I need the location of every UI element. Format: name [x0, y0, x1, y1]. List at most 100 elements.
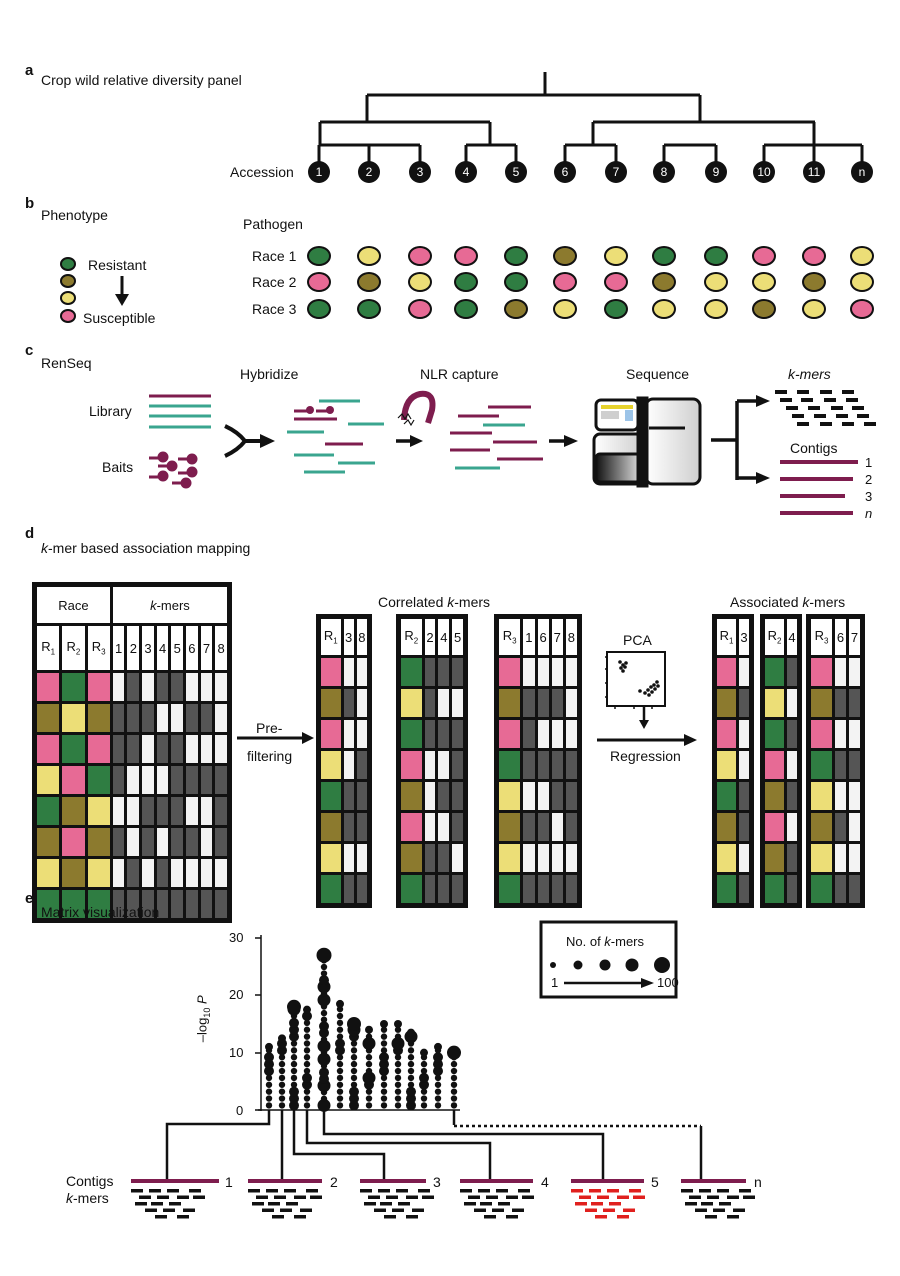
legend-max: 100 — [657, 975, 679, 990]
kmer-col-header: 3 — [343, 619, 354, 655]
kmer-cell — [200, 704, 213, 732]
kmer-cell — [849, 875, 860, 903]
race-cell — [62, 673, 85, 701]
matrix-row — [321, 658, 367, 686]
phenotype-circle — [454, 246, 478, 266]
race-cell — [765, 751, 785, 779]
race-cell — [321, 813, 341, 841]
kmer-cell — [112, 766, 125, 794]
phenotype-circle — [504, 246, 528, 266]
matrix-row — [499, 658, 577, 686]
kmer-cell — [849, 813, 860, 841]
prefilter-label-1: Pre- — [256, 720, 283, 736]
race-cell — [401, 689, 422, 717]
kmer-cell — [215, 704, 227, 732]
kmer-cell — [537, 782, 549, 810]
kmer-fragments — [775, 390, 876, 426]
kmer-col-header: 2 — [424, 619, 436, 655]
contig-connectors — [165, 1110, 703, 1180]
pca-label: PCA — [623, 632, 652, 648]
kmer-cell — [156, 797, 169, 825]
matrix-row — [717, 782, 749, 810]
kmer-cell — [142, 704, 154, 732]
accession-node: 5 — [505, 161, 527, 183]
race-cell — [87, 766, 110, 794]
legend-moderate-resistant-dot — [60, 274, 76, 288]
kmer-cell — [215, 766, 227, 794]
accession-node: 7 — [605, 161, 627, 183]
race-cell — [765, 720, 785, 748]
kmer-cell — [171, 828, 184, 856]
race-cell — [87, 859, 110, 887]
legend-susceptible-dot — [60, 309, 76, 323]
kmer-cell — [156, 828, 169, 856]
kmer-cell — [452, 720, 463, 748]
kmer-word: k — [41, 540, 48, 556]
kmer-cell — [551, 751, 563, 779]
race-cell — [499, 720, 521, 748]
kmer-cell — [787, 689, 797, 717]
hybridized-fragments — [287, 399, 384, 474]
kmer-cell — [565, 689, 577, 717]
phenotype-circle — [357, 246, 381, 266]
kmer-cell — [551, 844, 563, 872]
race-cell — [765, 658, 785, 686]
correlated-title: Correlated k-mers — [378, 594, 491, 610]
kmer-cell — [200, 890, 213, 918]
race-cell — [499, 875, 521, 903]
matrix-row — [811, 875, 860, 903]
kmer-cell — [787, 751, 797, 779]
phenotype-circle — [307, 299, 331, 319]
race-cell — [499, 782, 521, 810]
kmer-cell — [537, 689, 549, 717]
matrix-row — [811, 813, 860, 841]
race-cell — [717, 875, 737, 903]
matrix-row — [765, 751, 797, 779]
matrix-row — [37, 828, 227, 856]
matrix-row — [401, 720, 463, 748]
accession-label: Accession — [230, 164, 294, 180]
race-col-header: R2 — [765, 619, 785, 655]
kmer-cell — [523, 813, 535, 841]
kmer-cell — [343, 720, 354, 748]
kmer-cell — [343, 813, 354, 841]
kmer-col-header: 6 — [835, 619, 846, 655]
panel-a-label: a — [25, 62, 34, 79]
kmer-cell — [523, 875, 535, 903]
kmer-cell — [127, 766, 140, 794]
kmer-cell — [452, 875, 463, 903]
race-cell — [499, 844, 521, 872]
panel-c-title: RenSeq — [41, 355, 92, 371]
legend-size-dots — [550, 957, 670, 973]
kmer-cell — [200, 859, 213, 887]
kmer-cell — [739, 751, 749, 779]
kmer-cell — [438, 751, 450, 779]
race-cell — [37, 673, 60, 701]
contigs-label: Contigs — [790, 440, 838, 456]
manhattan-points — [264, 947, 461, 1112]
kmer-cell — [523, 751, 535, 779]
kmer-cell — [142, 828, 154, 856]
phenotype-circle — [307, 246, 331, 266]
panel-e-title: Matrix visualization — [41, 904, 160, 920]
matrix-row — [37, 673, 227, 701]
kmer-cell — [565, 782, 577, 810]
matrix-row — [499, 751, 577, 779]
kmer-cell — [127, 797, 140, 825]
phenotype-circle — [357, 299, 381, 319]
kmer-cell — [787, 875, 797, 903]
kmer-cell — [186, 673, 198, 701]
matrix-row — [765, 782, 797, 810]
legend-susceptible-label: Susceptible — [83, 310, 156, 326]
kmer-cell — [739, 844, 749, 872]
contig-id-2: 2 — [865, 472, 873, 487]
kmer-cell — [849, 844, 860, 872]
step-nlr-capture: NLR capture — [420, 366, 499, 382]
kmer-col-header: 8 — [356, 619, 367, 655]
kmer-cell — [186, 735, 198, 763]
matrix-row — [401, 813, 463, 841]
kmer-cell — [424, 782, 436, 810]
kmer-cell — [112, 704, 125, 732]
kmer-cell — [424, 751, 436, 779]
phenotype-circle — [802, 272, 826, 292]
